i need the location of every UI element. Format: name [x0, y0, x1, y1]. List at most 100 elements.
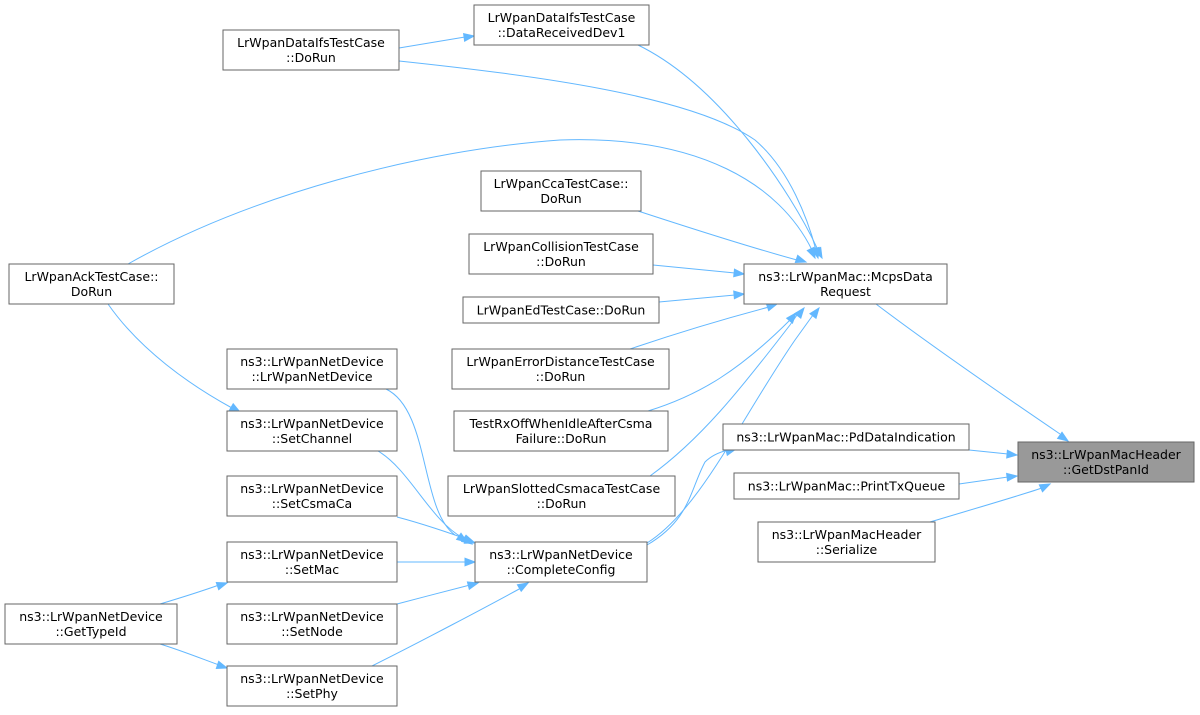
edge-arrowhead	[809, 306, 820, 320]
node-box[interactable]	[474, 541, 648, 583]
node-box[interactable]	[226, 348, 398, 390]
node-box[interactable]	[226, 541, 398, 583]
edge-arrowhead	[516, 582, 530, 593]
node-ack[interactable]: LrWpanAckTestCase::DoRun	[8, 263, 175, 305]
node-label-line: Failure::DoRun	[516, 431, 607, 446]
node-box[interactable]	[468, 233, 654, 275]
node-box[interactable]	[226, 410, 398, 452]
node-label-line: ::DoRun	[536, 369, 586, 384]
edge-complete-to-mcps	[646, 306, 820, 544]
node-label-line: ::SetCsmaCa	[272, 496, 352, 511]
node-label-line: LrWpanDataIfsTestCase	[488, 10, 636, 25]
node-label-line: ::Serialize	[816, 542, 878, 557]
node-box[interactable]	[1017, 441, 1195, 483]
node-label-line: ns3::LrWpanMac::PdDataIndication	[736, 430, 955, 445]
edge-arrowhead	[215, 660, 229, 670]
edge-arrowhead	[466, 581, 480, 591]
node-label-line: ns3::LrWpanMacHeader	[1031, 447, 1181, 462]
node-setchannel[interactable]: ns3::LrWpanNetDevice::SetChannel	[226, 410, 398, 452]
node-label-line: DoRun	[71, 284, 112, 299]
node-gettype[interactable]: ns3::LrWpanNetDevice::GetTypeId	[4, 603, 178, 645]
node-label-line: ::CompleteConfig	[507, 562, 616, 577]
node-label-line: ns3::LrWpanNetDevice	[19, 609, 163, 624]
node-pddata[interactable]: ns3::LrWpanMac::PdDataIndication	[722, 423, 970, 451]
node-box[interactable]	[4, 603, 178, 645]
node-label-line: DoRun	[540, 191, 581, 206]
node-box[interactable]	[447, 475, 676, 517]
node-cca[interactable]: LrWpanCcaTestCase::DoRun	[480, 170, 642, 212]
edge-line	[637, 44, 819, 251]
node-box[interactable]	[453, 410, 669, 452]
edge-setphy-to-complete	[371, 582, 530, 667]
edge-line	[159, 584, 220, 605]
edge-ack-to-setchannel	[107, 303, 242, 413]
node-setphy[interactable]: ns3::LrWpanNetDevice::SetPhy	[226, 665, 398, 707]
edge-arrowhead	[215, 581, 229, 591]
node-slotted[interactable]: LrWpanSlottedCsmacaTestCase::DoRun	[447, 475, 676, 517]
edge-line	[385, 388, 456, 536]
node-box[interactable]	[743, 263, 948, 305]
edge-rxoff-to-mcps	[647, 311, 797, 412]
node-box[interactable]	[722, 423, 970, 451]
edge-line	[398, 36, 466, 49]
node-box[interactable]	[8, 263, 175, 305]
node-box[interactable]	[226, 665, 398, 707]
node-target[interactable]: ns3::LrWpanMacHeader::GetDstPanId	[1017, 441, 1195, 483]
node-setmac[interactable]: ns3::LrWpanNetDevice::SetMac	[226, 541, 398, 583]
node-box[interactable]	[462, 296, 660, 324]
node-serialize[interactable]: ns3::LrWpanMacHeader::Serialize	[757, 521, 936, 563]
edge-ifs_run-to-mcps	[398, 60, 820, 260]
edge-line	[107, 303, 233, 409]
node-ed[interactable]: LrWpanEdTestCase::DoRun	[462, 296, 660, 324]
node-box[interactable]	[473, 4, 650, 46]
node-errdist[interactable]: LrWpanErrorDistanceTestCase::DoRun	[451, 348, 670, 390]
edge-arrowhead	[733, 290, 746, 300]
node-label-line: ::SetChannel	[272, 431, 352, 446]
edge-line	[377, 450, 464, 539]
edge-line	[652, 264, 736, 274]
node-label-line: LrWpanAckTestCase::	[24, 269, 158, 284]
node-collision[interactable]: LrWpanCollisionTestCase::DoRun	[468, 233, 654, 275]
node-label-line: LrWpanDataIfsTestCase	[237, 35, 385, 50]
node-box[interactable]	[757, 521, 936, 563]
node-ifs_rx[interactable]: LrWpanDataIfsTestCase::DataReceivedDev1	[473, 4, 650, 46]
node-label-line: ns3::LrWpanNetDevice	[489, 547, 633, 562]
node-box[interactable]	[733, 472, 960, 500]
edge-line	[646, 449, 729, 546]
node-setnode[interactable]: ns3::LrWpanNetDevice::SetNode	[226, 603, 398, 645]
node-setcsma[interactable]: ns3::LrWpanNetDevice::SetCsmaCa	[226, 475, 398, 517]
edge-arrowhead	[463, 535, 477, 544]
edge-collision-to-mcps	[652, 264, 746, 278]
node-ifs_run[interactable]: LrWpanDataIfsTestCase::DoRun	[222, 29, 400, 71]
edge-line	[929, 487, 1043, 523]
node-label-line: ::LrWpanNetDevice	[251, 369, 372, 384]
node-printtx[interactable]: ns3::LrWpanMac::PrintTxQueue	[733, 472, 960, 500]
node-box[interactable]	[451, 348, 670, 390]
edge-gettype-to-setphy	[159, 643, 229, 670]
node-label-line: ::DoRun	[537, 496, 587, 511]
node-label-line: ns3::LrWpanMac::PrintTxQueue	[748, 479, 946, 494]
edge-line	[127, 139, 813, 265]
node-ctor[interactable]: ns3::LrWpanNetDevice::LrWpanNetDevice	[226, 348, 398, 390]
edge-arrowhead	[463, 32, 476, 42]
node-box[interactable]	[226, 475, 398, 517]
edges-layer	[107, 32, 1070, 670]
edge-printtx-to-target	[958, 472, 1019, 485]
edge-line	[647, 319, 791, 412]
edge-setmac-to-complete	[397, 557, 477, 567]
node-label-line: LrWpanEdTestCase::DoRun	[477, 303, 646, 318]
edge-arrowhead	[806, 246, 816, 260]
node-complete[interactable]: ns3::LrWpanNetDevice::CompleteConfig	[474, 541, 648, 583]
node-label-line: ns3::LrWpanNetDevice	[240, 671, 384, 686]
edge-ifs_rx-to-mcps	[637, 44, 823, 260]
node-label-line: LrWpanCcaTestCase::	[494, 176, 629, 191]
edge-arrowhead	[793, 306, 805, 320]
node-label-line: ns3::LrWpanNetDevice	[240, 547, 384, 562]
node-box[interactable]	[222, 29, 400, 71]
edge-line	[396, 516, 467, 540]
node-box[interactable]	[480, 170, 642, 212]
node-box[interactable]	[226, 603, 398, 645]
edge-line	[968, 449, 1009, 455]
